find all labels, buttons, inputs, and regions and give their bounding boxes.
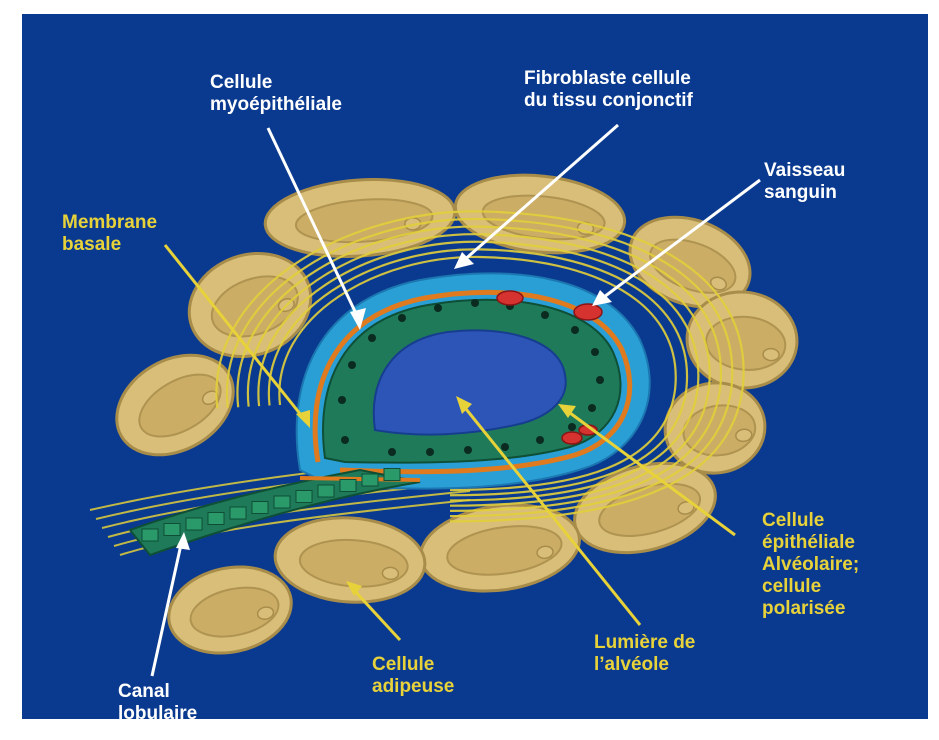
epithelial-nucleus <box>338 396 346 404</box>
epithelial-nucleus <box>368 334 376 342</box>
epithelial-nucleus <box>348 361 356 369</box>
duct-membrane <box>300 478 420 480</box>
epithelial-nucleus <box>591 348 599 356</box>
duct-cell <box>252 502 268 514</box>
duct-cell <box>186 518 202 530</box>
label-fibroblaste: Fibroblaste cellule du tissu conjonctif <box>524 68 696 111</box>
adipocyte-nucleus <box>382 567 399 580</box>
duct-cell <box>362 474 378 486</box>
epithelial-nucleus <box>426 448 434 456</box>
epithelial-nucleus <box>434 304 442 312</box>
duct-cell <box>208 513 224 525</box>
epithelial-nucleus <box>571 326 579 334</box>
epithelial-nucleus <box>588 404 596 412</box>
blood-vessel <box>562 432 582 444</box>
duct-cell <box>296 491 312 503</box>
epithelial-nucleus <box>541 311 549 319</box>
epithelial-nucleus <box>464 446 472 454</box>
duct-cell <box>274 496 290 508</box>
adipocyte-nucleus <box>763 348 780 361</box>
duct-cell <box>164 524 180 536</box>
epithelial-nucleus <box>568 423 576 431</box>
epithelial-nucleus <box>596 376 604 384</box>
duct-cell <box>340 480 356 492</box>
duct-cell <box>384 469 400 481</box>
duct-cell <box>142 529 158 541</box>
epithelial-nucleus <box>398 314 406 322</box>
epithelial-nucleus <box>536 436 544 444</box>
blood-vessel <box>497 291 523 305</box>
blood-vessel <box>574 304 602 320</box>
epithelial-nucleus <box>341 436 349 444</box>
epithelial-nucleus <box>471 299 479 307</box>
duct-cell <box>230 507 246 519</box>
epithelial-nucleus <box>388 448 396 456</box>
duct-cell <box>318 485 334 497</box>
epithelial-nucleus <box>501 443 509 451</box>
